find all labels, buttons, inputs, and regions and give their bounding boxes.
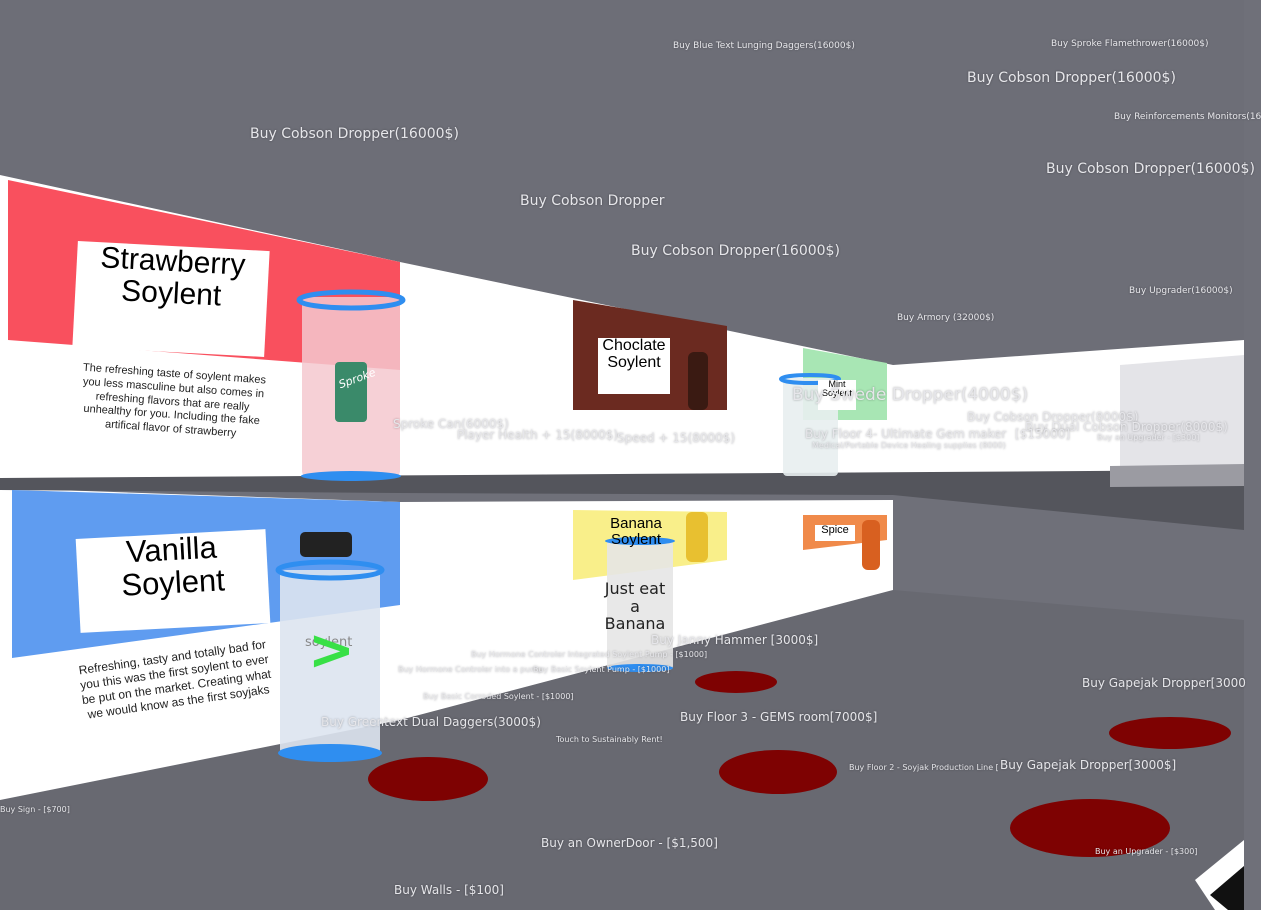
buy-button[interactable]: Buy Basic Soylent Pump - [$1000] (533, 665, 670, 674)
buy-button[interactable]: Buy Basic Corroded Soylent - [$1000] (423, 692, 574, 701)
buy-button[interactable]: Buy Reinforcements Monitors(16 (1114, 112, 1261, 122)
chocolate-title-line1: Choclate (602, 337, 666, 354)
buy-button[interactable]: Buy Cobson Dropper(8000$) (967, 410, 1139, 424)
buy-button[interactable]: Buy Floor 4- Ultimate Gem maker (805, 427, 1007, 441)
buy-button[interactable]: Buy Walls - [$100] (394, 883, 504, 897)
buy-button[interactable]: Buy Upgrader(16000$) (1129, 286, 1233, 296)
buy-button[interactable]: Buy Sproke Flamethrower(16000$) (1051, 39, 1209, 49)
buy-button[interactable]: Buy Cobson Dropper (520, 193, 665, 209)
buy-button[interactable]: Buy an Upgrader - [$300] (1097, 433, 1200, 442)
floor-pad[interactable] (368, 757, 488, 801)
buy-button[interactable]: [$15000] (1015, 427, 1071, 441)
banana-sign: Just eat a Banana (604, 579, 666, 634)
spice-title-line1: Spice (821, 524, 849, 536)
buy-button[interactable]: Speed + 15(8000$) (617, 431, 736, 445)
buy-button[interactable]: Buy Dual Cobson Dropper(8000$) (1025, 420, 1228, 434)
mint-title: Mint Soylent (818, 379, 856, 410)
buy-button[interactable]: Buy Janny Hammer [3000$] (651, 633, 819, 647)
floor-pad[interactable] (1109, 717, 1231, 749)
right-lower-edge-dark (1210, 866, 1244, 910)
ceiling (0, 0, 1244, 365)
buy-button[interactable]: Buy Hormone Controler into a pump (398, 665, 544, 674)
buy-button[interactable]: Buy Hormone Controler Integrated Soylent… (471, 650, 708, 659)
soylent-jug-label: soylent (305, 635, 353, 650)
buy-button[interactable]: Buy Floor 2 - Soyjak Production Line [ (849, 763, 999, 772)
vanilla-title: Vanilla Soylent (75, 529, 271, 633)
buy-button[interactable]: Buy an OwnerDoor - [$1,500] (541, 836, 718, 850)
rent-button[interactable]: Touch to Sustainably Rent! (556, 735, 663, 744)
buy-button[interactable]: Buy Greentext Dual Daggers(3000$) (321, 715, 541, 729)
diamond-plate (1120, 355, 1244, 470)
chocolate-title: Choclate Soylent (598, 337, 670, 394)
banana-title-line1: Banana (610, 515, 662, 532)
strawberry-description: The refreshing taste of soylent makes yo… (82, 361, 267, 440)
shelf (0, 470, 1244, 530)
buy-button[interactable]: Buy Blue Text Lunging Daggers(16000$) (673, 41, 855, 51)
mint-title-line2: Soylent (821, 388, 853, 399)
buy-button[interactable]: Buy Cobson Dropper(16000$) (967, 70, 1176, 86)
buy-button[interactable]: Buy an Upgrader - [$300] (1095, 847, 1198, 856)
buy-button[interactable]: Medical/Portable Device Healing supplies… (812, 441, 1006, 450)
buy-button[interactable]: Buy Cobson Dropper(16000$) (631, 243, 840, 259)
buy-button[interactable]: Buy Cobson Dropper(16000$) (1046, 161, 1255, 177)
spice-title: Spice (815, 524, 855, 541)
buy-button[interactable]: Buy Gapejak Dropper[3000$] (1000, 758, 1177, 772)
mint-title-line1: Mint (828, 379, 846, 389)
buy-button[interactable]: Sproke Can(6000$) (393, 417, 509, 431)
chocolate-title-line2: Soylent (607, 353, 661, 371)
buy-button[interactable]: Buy Armory (32000$) (897, 313, 995, 323)
greentext-arrow-icon: > (308, 618, 355, 683)
buy-button[interactable]: Buy Sign - [$700] (0, 805, 70, 814)
buy-button[interactable]: Player Health + 15(8000$) (457, 428, 619, 442)
floor-pad[interactable] (719, 750, 837, 794)
floor-pad[interactable] (695, 671, 777, 693)
buy-button[interactable]: Buy Swede Dropper(4000$) (792, 385, 1029, 405)
buy-button[interactable]: Buy Floor 3 - GEMS room[7000$] (680, 710, 878, 724)
buy-button[interactable]: Buy Gapejak Dropper[3000 (1082, 676, 1246, 690)
buy-button[interactable]: Buy Cobson Dropper(16000$) (250, 126, 459, 142)
floor (0, 590, 1244, 910)
banana-title: Banana Soylent (602, 516, 670, 560)
floor-pad[interactable] (1010, 799, 1170, 857)
shelf-edge (1110, 464, 1244, 487)
banana-title-line2: Soylent (610, 530, 662, 548)
strawberry-title: Strawberry Soylent (72, 241, 270, 357)
